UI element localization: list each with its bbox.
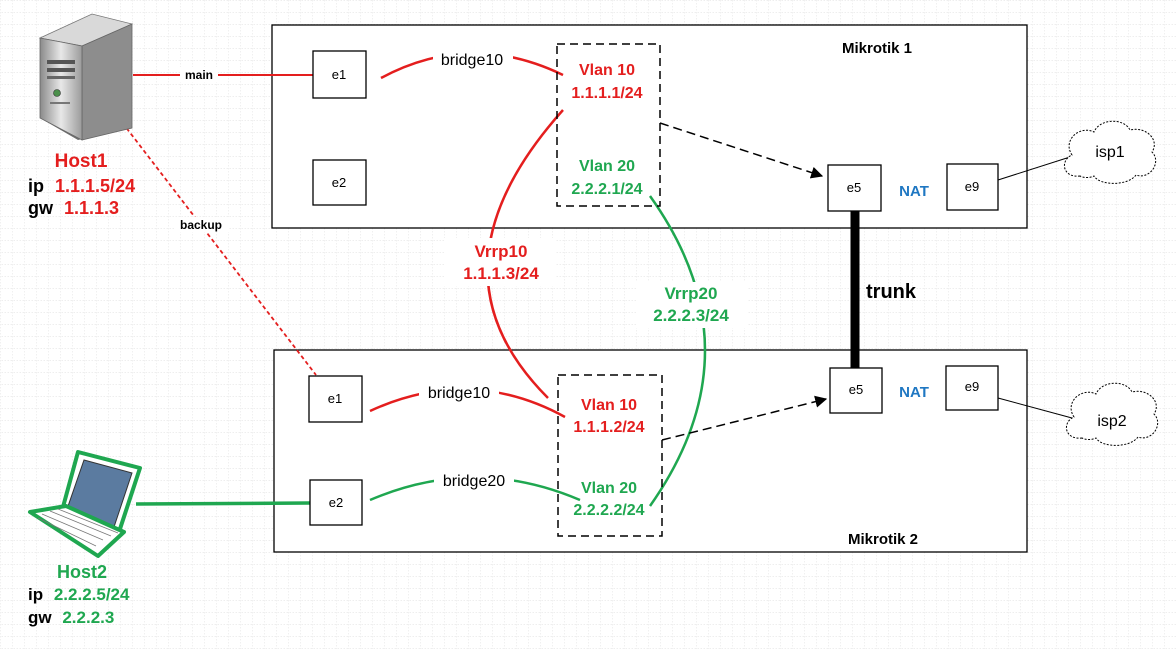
trunk-label: trunk: [866, 281, 917, 303]
vrrp10-label-bg: [444, 238, 556, 286]
mt2-nat-label: NAT: [899, 384, 929, 401]
mt2-port-e2-label: e2: [329, 495, 343, 510]
backup-link: [117, 116, 317, 376]
mikrotik1-box: [271, 24, 1028, 229]
mikrotik1-title: Mikrotik 1: [842, 40, 912, 57]
laptop-icon: [28, 450, 142, 558]
host2-gw-label: gw: [28, 608, 52, 627]
host1-ip-value: 1.1.1.5/24: [55, 176, 135, 196]
mt1-port-e9: [946, 163, 999, 211]
mt2-vlan-group: [557, 374, 663, 537]
mt2-vlan-to-e5-arrow: [661, 395, 828, 441]
vrrp20-name: Vrrp20: [665, 284, 718, 303]
mt1-bridge10-label: bridge10: [441, 52, 503, 69]
mt2-port-e5-label: e5: [849, 382, 863, 397]
vrrp20-arc: [648, 195, 707, 507]
mt1-port-e5-label: e5: [847, 180, 861, 195]
mt2-vlan10-name: Vlan 10: [581, 397, 637, 414]
mt1-vlan20-name: Vlan 20: [579, 158, 635, 175]
mt2-port-e5: [829, 367, 883, 414]
backup-link-label: backup: [180, 218, 222, 232]
mt1-nat-label: NAT: [899, 183, 929, 200]
mt2-bridge20-label: bridge20: [443, 473, 505, 490]
mt1-e9-to-isp1-link: [997, 156, 1071, 181]
host1-gw-line: gw 1.1.1.3: [28, 198, 119, 218]
mt1-port-e1-label: e1: [332, 67, 346, 82]
mt2-vlan20-name: Vlan 20: [581, 480, 637, 497]
mt2-port-e1: [308, 375, 363, 423]
mikrotik2-title: Mikrotik 2: [848, 531, 918, 548]
mt2-port-e9: [945, 365, 999, 411]
mt1-port-e5: [827, 164, 882, 212]
host1-gw-value: 1.1.1.3: [64, 198, 119, 218]
mt1-vlan10-name: Vlan 10: [579, 62, 635, 79]
host2-name: Host2: [57, 562, 107, 582]
host2-ip-value: 2.2.2.5/24: [54, 585, 130, 604]
mt2-e9-to-isp2-link: [997, 397, 1073, 419]
mt1-port-e2: [312, 159, 367, 206]
host1-gw-label: gw: [28, 198, 54, 218]
mt2-bridge10-label: bridge10: [428, 385, 490, 402]
mt2-port-e9-label: e9: [965, 379, 979, 394]
host2-ip-line: ip 2.2.2.5/24: [28, 585, 130, 604]
main-label-bg: [180, 67, 218, 82]
mt2-bridge20-label-bg: [434, 469, 514, 489]
vrrp20-label-bg: [636, 282, 748, 328]
mt1-port-e1: [312, 50, 367, 99]
host2-gw-line: gw 2.2.2.3: [28, 608, 114, 627]
mt1-bridge10-label-bg: [433, 48, 513, 68]
host2-link: [135, 501, 311, 506]
host1-ip-line: ip 1.1.1.5/24: [28, 176, 135, 196]
mt1-vlan-group: [556, 43, 661, 207]
isp2-cloud-icon: [1066, 382, 1159, 446]
vrrp10-ip: 1.1.1.3/24: [463, 264, 539, 283]
isp2-label: isp2: [1097, 413, 1126, 430]
host2-ip-label: ip: [28, 585, 43, 604]
mt1-port-e9-label: e9: [965, 179, 979, 194]
mt2-vlan20-ip: 2.2.2.2/24: [573, 502, 644, 519]
host1-ip-label: ip: [28, 176, 44, 196]
host2-gw-value: 2.2.2.3: [62, 608, 114, 627]
isp1-label: isp1: [1095, 144, 1124, 161]
mt2-port-e1-label: e1: [328, 391, 342, 406]
main-link-label: main: [185, 68, 213, 82]
mt2-vlan10-ip: 1.1.1.2/24: [573, 419, 644, 436]
backup-label-bg: [175, 217, 229, 232]
mt1-vlan20-ip: 2.2.2.1/24: [571, 181, 642, 198]
vrrp20-ip: 2.2.2.3/24: [653, 306, 729, 325]
mt2-port-e2: [309, 479, 363, 526]
host1-name: Host1: [55, 151, 108, 172]
mt2-bridge10-label-bg: [419, 381, 499, 401]
mikrotik2-box: [273, 349, 1028, 553]
mt1-vlan-to-e5-arrow: [659, 122, 824, 179]
server-icon: [38, 13, 134, 141]
vrrp10-name: Vrrp10: [475, 242, 528, 261]
mt1-vlan10-ip: 1.1.1.1/24: [571, 85, 642, 102]
isp1-cloud-icon: [1064, 120, 1157, 184]
mt1-port-e2-label: e2: [332, 175, 346, 190]
